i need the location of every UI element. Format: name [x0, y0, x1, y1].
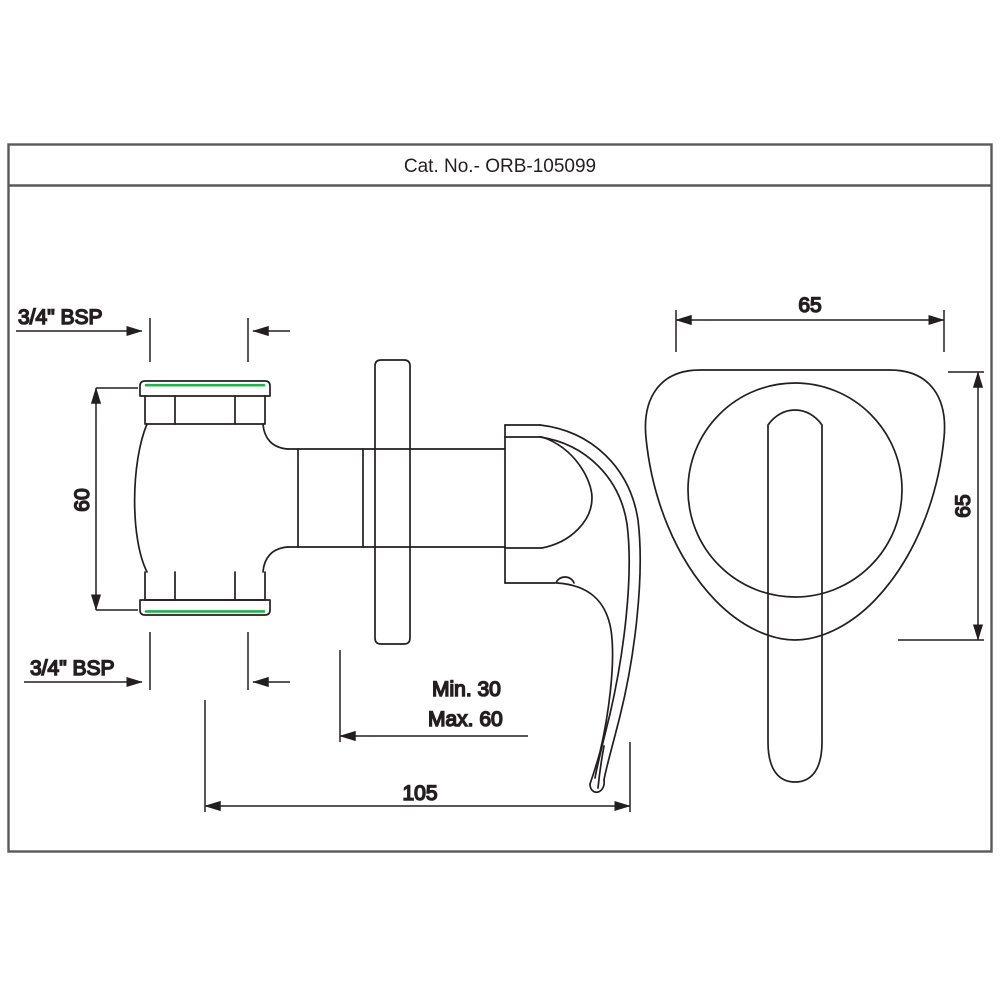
lever-handle-side-profile: [539, 424, 642, 794]
dim-inlet-bottom: [24, 632, 151, 690]
dim-label-wall-depth-min: Min. 30: [432, 678, 501, 701]
front-elevation-view: [644, 369, 946, 783]
catalog-number-label: Cat. No.- ORB-105099: [404, 156, 596, 177]
dim-projection: [204, 700, 631, 812]
dim-inlet-top-right-leader: [247, 318, 290, 362]
sheet-border: [7, 143, 993, 853]
dim-center-distance: [90, 387, 138, 611]
dim-label-inlet-bottom: 3/4" BSP: [30, 657, 115, 680]
cartridge-circle: [687, 382, 903, 598]
dim-label-wall-depth-max: Max. 60: [428, 708, 503, 731]
escutcheon-plate-outline: [644, 369, 946, 641]
dim-plate-height: [898, 371, 984, 641]
dim-wall-depth: [339, 650, 528, 742]
body-waist-profile: [133, 423, 289, 573]
side-section-view: [133, 359, 642, 794]
dim-label-plate-height: 65: [952, 494, 975, 517]
dim-label-plate-width: 65: [798, 294, 821, 317]
dim-label-center-distance: 60: [71, 488, 94, 511]
cartridge-barrel: [287, 448, 506, 548]
escutcheon-side-profile: [504, 424, 593, 584]
wall-plate-flange: [374, 359, 411, 645]
dim-label-projection: 105: [402, 782, 437, 805]
dim-label-inlet-top: 3/4" BSP: [18, 306, 103, 329]
dim-inlet-bottom-right-leader: [247, 632, 290, 690]
dim-inlet-top: [16, 318, 151, 362]
dim-plate-width: [675, 310, 945, 352]
bottom-inlet-fitting: [139, 571, 271, 616]
lever-handle-front-outline: [767, 409, 823, 783]
dimension-annotations: 3/4" BSP 3/4" BSP 6: [16, 293, 984, 812]
top-inlet-fitting: [139, 380, 271, 425]
